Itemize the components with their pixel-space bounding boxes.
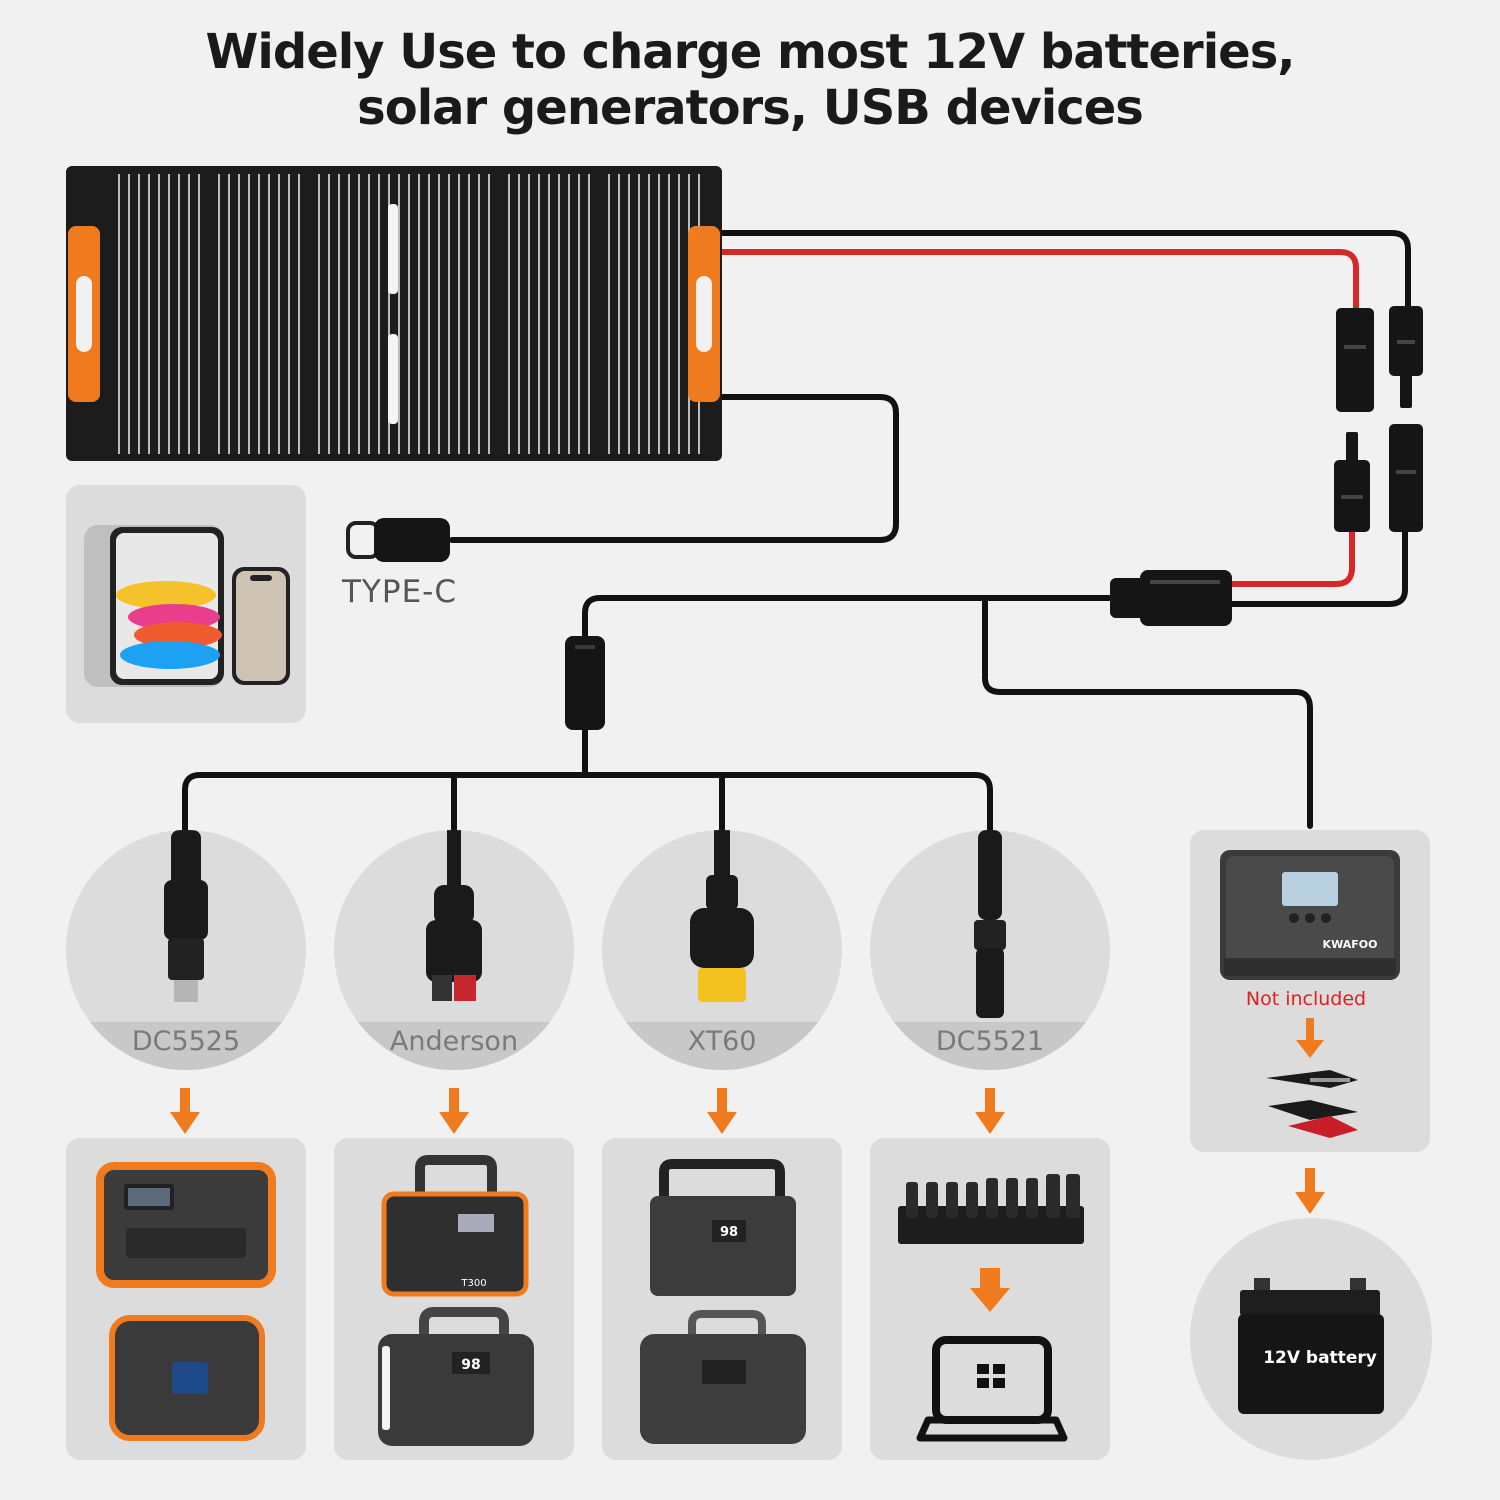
- panel-slot: [388, 204, 398, 294]
- mc4-positive-cable: [719, 249, 1359, 313]
- anderson-plug-icon: [426, 830, 482, 1001]
- panel-handle-left: [68, 226, 100, 402]
- power-station-icon: [96, 1162, 276, 1441]
- not-included-note: Not included: [1245, 988, 1367, 1010]
- battery-icon: [1238, 1278, 1384, 1414]
- power-station-icon: 98: [640, 1159, 806, 1444]
- down-arrow-icon: [970, 1268, 1010, 1312]
- down-arrow-icon: [1295, 1168, 1325, 1214]
- trunk-cable: [582, 595, 1115, 653]
- battery-label: 12V battery: [1263, 1348, 1377, 1368]
- panel-slot: [388, 334, 398, 424]
- adapter-plug: [1110, 570, 1232, 626]
- power-station-icon: T300 98: [378, 1155, 534, 1446]
- panel-handle-right: [688, 226, 720, 402]
- connector-label: DC5525: [131, 1026, 241, 1057]
- splitter-bar: [182, 772, 993, 833]
- mc4-connector-upper: [1336, 306, 1423, 412]
- power-station-card-1: [66, 1138, 306, 1460]
- controller-cable: [982, 595, 1313, 829]
- mc4-black-return: [1225, 525, 1408, 607]
- connector-label: DC5521: [935, 1026, 1045, 1057]
- down-arrow-icon: [707, 1088, 737, 1134]
- dc5521-plug-icon: [974, 830, 1006, 1018]
- usb-c-plug-icon: [346, 518, 450, 562]
- station-display: 98: [720, 1225, 738, 1240]
- power-station-card-3: 98: [602, 1138, 842, 1460]
- usb-cable: [449, 394, 899, 543]
- dc5525-plug-icon: [164, 830, 208, 1002]
- connector-label: Anderson: [389, 1026, 519, 1057]
- mc4-connector-lower: [1334, 424, 1423, 532]
- xt60-plug-icon: [690, 830, 754, 1002]
- connector-disc-xt60: XT60: [602, 830, 842, 1070]
- charge-controller-icon: KWAFOO: [1220, 850, 1400, 1138]
- dc-adapter-tips-icon: [898, 1174, 1084, 1442]
- station-display: 98: [461, 1357, 480, 1373]
- inline-connector: [565, 636, 605, 730]
- station-model-label: T300: [460, 1278, 486, 1289]
- power-station-card-2: T300 98: [334, 1138, 574, 1460]
- tablet-phone-icon: [84, 525, 290, 687]
- alligator-clamps-icon: [1266, 1070, 1358, 1138]
- laptop-icon: [916, 1336, 1068, 1442]
- down-arrow-icon: [975, 1088, 1005, 1134]
- controller-card: KWAFOO: [1190, 830, 1430, 1152]
- battery-disc: [1190, 1218, 1432, 1460]
- solar-panel: [66, 166, 722, 461]
- down-arrow-icon: [170, 1088, 200, 1134]
- connector-disc-dc5521: DC5521: [870, 830, 1110, 1070]
- usb-devices-card: [66, 485, 306, 723]
- down-arrow-icon: [439, 1088, 469, 1134]
- solar-cells: [114, 174, 704, 454]
- type-c-label: TYPE-C: [342, 574, 457, 610]
- connector-disc-anderson: Anderson: [334, 830, 574, 1070]
- title-line-1: Widely Use to charge most 12V batteries,: [205, 24, 1295, 80]
- mc4-red-return: [1225, 525, 1355, 587]
- dc-tips-laptop-card: [870, 1138, 1110, 1460]
- connector-label: XT60: [687, 1026, 757, 1057]
- connector-disc-dc5525: DC5525: [66, 830, 306, 1070]
- title-line-2: solar generators, USB devices: [357, 80, 1144, 136]
- controller-brand: KWAFOO: [1323, 938, 1378, 951]
- mc4-negative-cable: [719, 230, 1411, 313]
- down-arrow-icon: [1296, 1018, 1324, 1058]
- page-title: Widely Use to charge most 12V batteries,…: [0, 24, 1500, 136]
